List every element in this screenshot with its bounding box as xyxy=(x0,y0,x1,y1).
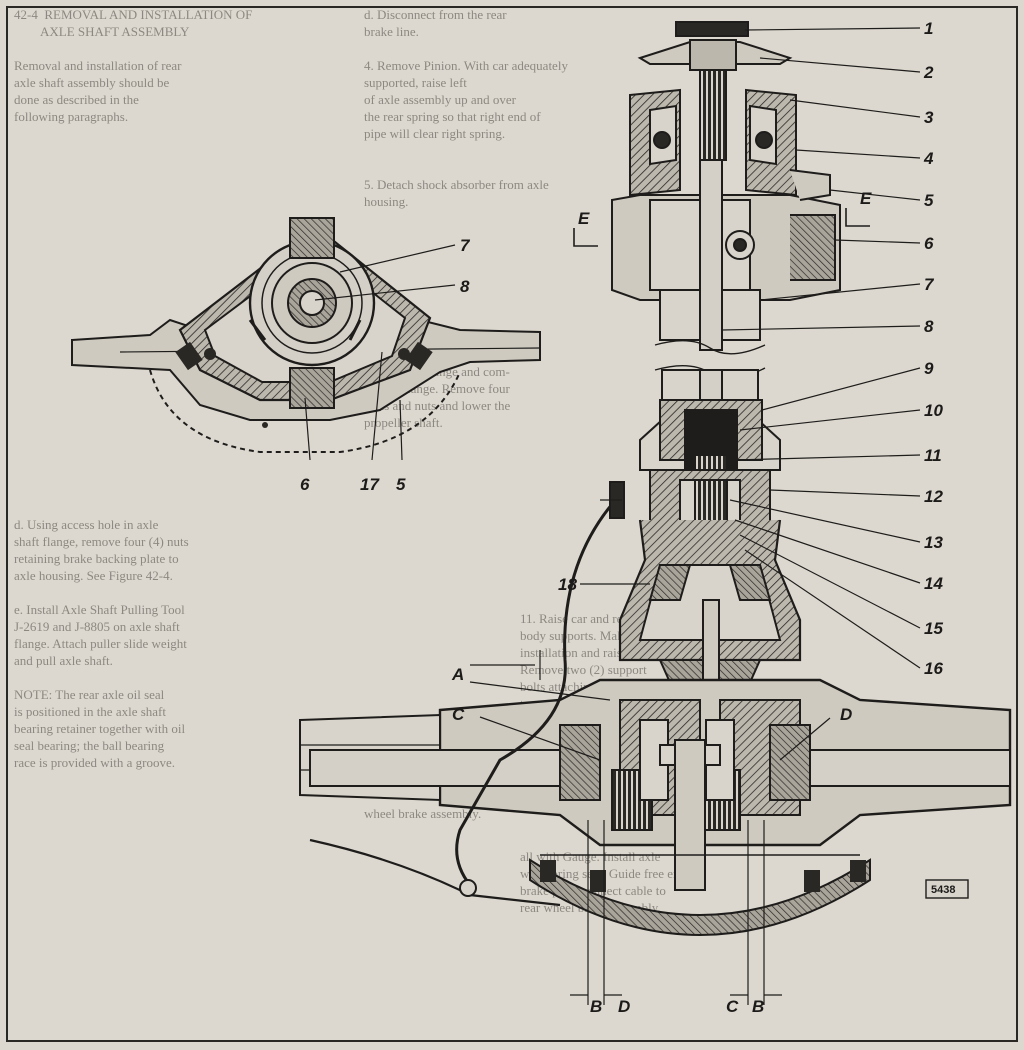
label-D-upper: D xyxy=(840,705,852,724)
section-arrow-right xyxy=(845,208,870,227)
label-11: 11 xyxy=(924,446,942,465)
label-12: 12 xyxy=(924,487,943,506)
end-view-diagram xyxy=(71,217,541,453)
label-9: 9 xyxy=(924,359,934,378)
dimension-marks xyxy=(469,499,782,1005)
label-15: 15 xyxy=(924,619,943,638)
label-1: 1 xyxy=(924,19,933,38)
label-C-upper: C xyxy=(452,705,465,724)
torque-tube-assembly xyxy=(299,21,1012,936)
label-B-lower-left: B xyxy=(590,997,602,1016)
label-18: 18 xyxy=(558,575,577,594)
left-column-text: 42-4 REMOVAL AND INSTALLATION OF AXLE SH… xyxy=(14,7,253,770)
left-label-8: 8 xyxy=(460,277,470,296)
left-label-6: 6 xyxy=(300,475,310,494)
figure-plate-number: 5438 xyxy=(931,884,955,896)
label-8: 8 xyxy=(924,317,934,336)
label-6: 6 xyxy=(924,234,934,253)
left-label-5: 5 xyxy=(396,475,406,494)
label-B-lower-right: B xyxy=(752,997,764,1016)
label-E-left: E xyxy=(578,209,590,228)
label-C-lower: C xyxy=(726,997,739,1016)
label-3: 3 xyxy=(924,108,934,127)
label-10: 10 xyxy=(924,401,943,420)
label-4: 4 xyxy=(923,149,934,168)
section-arrow-left xyxy=(573,228,598,247)
page-border xyxy=(6,6,1018,1042)
label-A: A xyxy=(451,665,464,684)
label-E-right: E xyxy=(860,189,872,208)
label-7: 7 xyxy=(924,275,935,294)
label-14: 14 xyxy=(924,574,943,593)
label-5: 5 xyxy=(924,191,934,210)
left-label-7: 7 xyxy=(460,236,471,255)
right-leaders xyxy=(479,27,921,761)
label-D-lower: D xyxy=(618,997,630,1016)
label-13: 13 xyxy=(924,533,943,552)
left-label-17: 17 xyxy=(360,475,380,494)
label-16: 16 xyxy=(924,659,943,678)
end-view-leaders xyxy=(304,244,456,461)
label-2: 2 xyxy=(923,63,934,82)
